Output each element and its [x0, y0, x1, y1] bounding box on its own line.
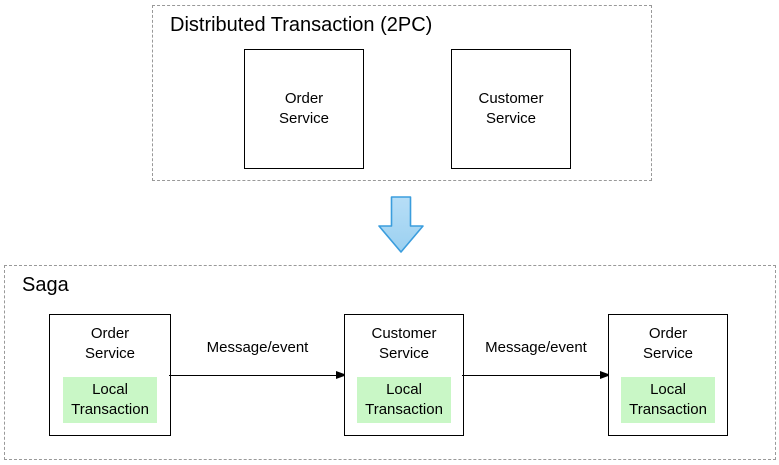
service-label: Customer Service — [371, 325, 437, 362]
2pc-customer-service-box: Customer Service — [451, 49, 571, 169]
service-label: Order Service — [642, 325, 694, 362]
message-event-arrow-1: Message/event — [169, 338, 347, 379]
arrow-line — [462, 370, 611, 379]
service-label: Customer Service — [478, 90, 544, 127]
saga-order-service-box-2: Order Service Local Transaction — [608, 314, 728, 436]
message-event-label: Message/event — [485, 339, 587, 356]
local-transaction-box: Local Transaction — [63, 377, 157, 423]
saga-customer-service-box: Customer Service Local Transaction — [344, 314, 464, 436]
message-event-label: Message/event — [206, 339, 309, 356]
saga-section-title: Saga — [22, 274, 69, 296]
2pc-section-title: Distributed Transaction (2PC) — [170, 14, 433, 36]
saga-container: Saga Order Service Local Transaction Mes… — [4, 265, 776, 460]
2pc-container: Distributed Transaction (2PC) Order Serv… — [152, 5, 652, 181]
service-label: Order Service — [278, 90, 330, 127]
local-transaction-box: Local Transaction — [357, 377, 451, 423]
message-event-arrow-2: Message/event — [462, 338, 611, 379]
service-label: Order Service — [84, 325, 136, 362]
saga-order-service-box-1: Order Service Local Transaction — [49, 314, 171, 436]
local-transaction-box: Local Transaction — [621, 377, 715, 423]
arrowhead-icon — [600, 370, 611, 379]
arrowhead-icon — [336, 370, 347, 379]
arrow-line — [169, 370, 347, 379]
2pc-order-service-box: Order Service — [244, 49, 364, 169]
down-arrow-icon — [378, 196, 424, 253]
